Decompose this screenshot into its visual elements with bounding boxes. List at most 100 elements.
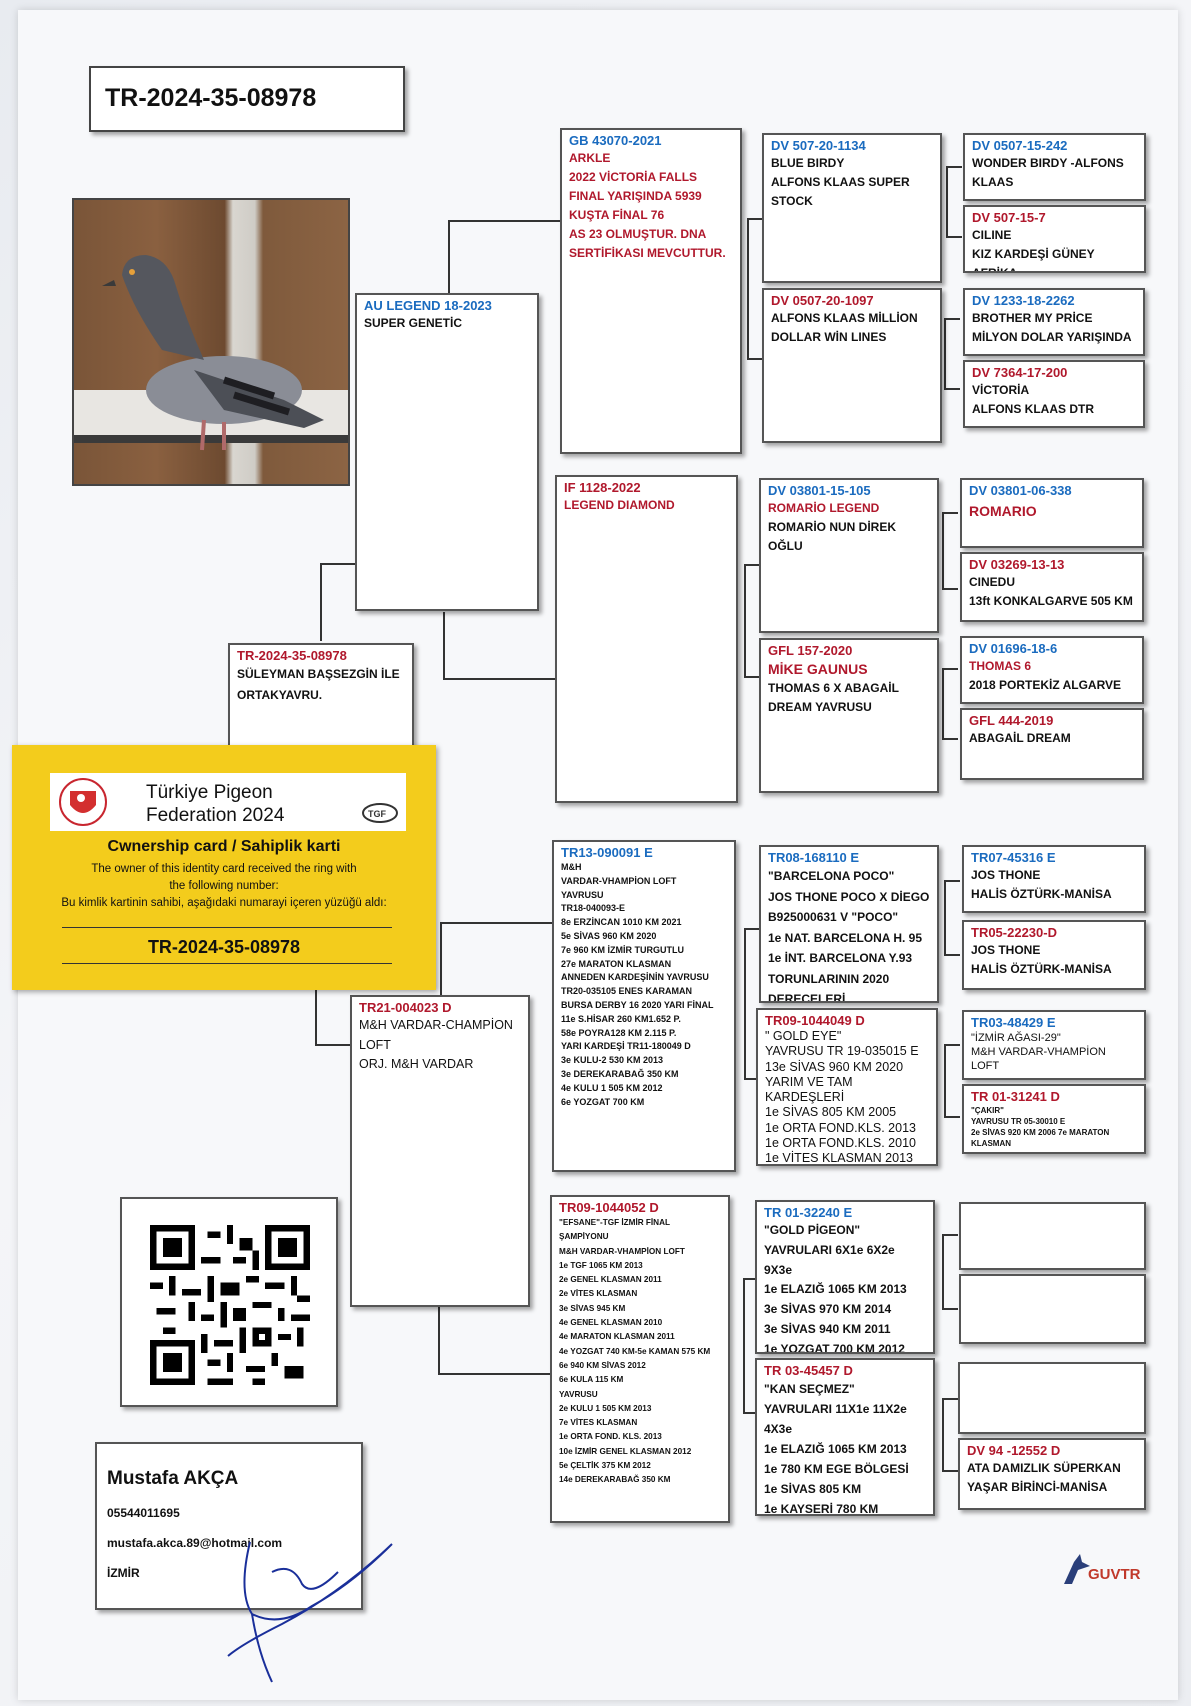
- ggp-box-15: [958, 1362, 1146, 1434]
- card-desc1: The owner of this identity card received…: [91, 863, 357, 875]
- connector: [744, 928, 759, 930]
- connector: [942, 738, 958, 740]
- dds-text: "GOLD PİGEON" YAVRULARI 6X1e 6X2e 9X3e 1…: [764, 1223, 907, 1354]
- card-org-line1: Türkiye Pigeon: [146, 782, 273, 803]
- dam-box: TR21-004023 D M&H VARDAR-CHAMPİON LOFT O…: [350, 995, 530, 1307]
- sd-ring: IF 1128-2022: [564, 480, 641, 495]
- connector: [942, 1398, 944, 1470]
- ggp-box-6: DV 03269-13-13 CINEDU 13ft KONKALGARVE 5…: [960, 552, 1144, 622]
- dss-box: TR08-168110 E "BARCELONA POCO" JOS THONE…: [759, 845, 939, 1003]
- federation-logo-icon: [59, 778, 107, 826]
- g9-text: JOS THONE HALİS ÖZTÜRK-MANİSA: [971, 868, 1112, 901]
- dsd-box: TR09-1044049 D " GOLD EYE" YAVRUSU TR 19…: [756, 1008, 938, 1166]
- card-desc2: the following number:: [169, 880, 279, 892]
- connector: [744, 564, 759, 566]
- g9-ring: TR07-45316 E: [971, 850, 1056, 865]
- connector: [320, 563, 356, 565]
- g6-ring: DV 03269-13-13: [969, 557, 1065, 572]
- dd-ring: TR09-1044052 D: [559, 1200, 659, 1215]
- connector: [320, 563, 322, 641]
- ggp-box-12: TR 01-31241 D "ÇAKIR" YAVRUSU TR 05-3001…: [962, 1084, 1146, 1154]
- dds-box: TR 01-32240 E "GOLD PİGEON" YAVRULARI 6X…: [755, 1200, 935, 1354]
- connector: [946, 166, 962, 168]
- ggp-box-7: DV 01696-18-6 THOMAS 6 2018 PORTEKİZ ALG…: [960, 636, 1144, 704]
- subject-ring: TR-2024-35-08978: [237, 648, 347, 663]
- subject-box: TR-2024-35-08978 SÜLEYMAN BAŞSEZGİN İLE …: [228, 643, 414, 747]
- title-ring: TR-2024-35-08978: [105, 84, 317, 112]
- connector: [944, 1044, 946, 1116]
- connector: [942, 1234, 944, 1308]
- g2-text: CILINE KIZ KARDEŞİ GÜNEY AFRİKA: [972, 228, 1095, 273]
- g1-text: WONDER BIRDY -ALFONS KLAAS: [972, 156, 1124, 189]
- g16-ring: DV 94 -12552 D: [967, 1443, 1061, 1458]
- connector: [942, 1308, 958, 1310]
- g7-ring: DV 01696-18-6: [969, 641, 1058, 656]
- sire-ring: AU LEGEND 18-2023: [364, 298, 492, 313]
- brand-pigeon-icon: [1064, 1554, 1090, 1584]
- g5-text: ROMARIO: [969, 503, 1037, 519]
- connector: [944, 1116, 960, 1118]
- g3-ring: DV 1233-18-2262: [972, 293, 1075, 308]
- sss-ring: DV 507-20-1134: [771, 138, 866, 153]
- qr-code-icon: [150, 1225, 310, 1385]
- sds-name: ROMARİO LEGEND: [768, 501, 880, 515]
- g11-ring: TR03-48429 E: [971, 1015, 1056, 1030]
- connector: [942, 1234, 958, 1236]
- sds-box: DV 03801-15-105 ROMARİO LEGEND ROMARİO N…: [759, 478, 939, 633]
- g12-ring: TR 01-31241 D: [971, 1089, 1060, 1104]
- brand-logo: GUVTR: [1062, 1552, 1142, 1588]
- ggp-box-8: GFL 444-2019 ABAGAİL DREAM: [960, 708, 1144, 780]
- dss-text: "BARCELONA POCO" JOS THONE POCO X DİEGO …: [768, 869, 930, 1003]
- seal-text: TGF: [368, 809, 386, 819]
- connector: [440, 922, 552, 924]
- card-divider: [62, 927, 392, 928]
- ss-text: ARKLE 2022 VİCTORİA FALLS FINAL YARIŞIND…: [569, 151, 726, 260]
- connector: [448, 220, 560, 222]
- connector: [944, 954, 960, 956]
- ggp-box-1: DV 0507-15-242 WONDER BIRDY -ALFONS KLAA…: [963, 133, 1146, 201]
- owner-box: Mustafa AKÇA 05544011695 mustafa.akca.89…: [95, 1442, 363, 1610]
- connector: [942, 1398, 958, 1400]
- ss-ring: GB 43070-2021: [569, 133, 662, 148]
- ggp-box-4: DV 7364-17-200 VİCTORİA ALFONS KLAAS DTR: [963, 360, 1145, 428]
- sdd-text: THOMAS 6 X ABAGAİL DREAM YAVRUSU: [768, 681, 899, 714]
- g7-text: 2018 PORTEKİZ ALGARVE: [969, 678, 1122, 692]
- subject-text: SÜLEYMAN BAŞSEZGİN İLE ORTAKYAVRU.: [237, 667, 400, 702]
- owner-email[interactable]: mustafa.akca.89@hotmail.com: [107, 1536, 283, 1550]
- sdd-box: GFL 157-2020 MİKE GAUNUS THOMAS 6 X ABAG…: [759, 638, 939, 793]
- connector: [944, 318, 960, 320]
- g12-text: "ÇAKIR" YAVRUSU TR 05-30010 E 2e SİVAS 9…: [971, 1106, 1110, 1148]
- ds-text: M&H VARDAR-VHAMPİON LOFT YAVRUSU TR18-04…: [561, 862, 714, 1107]
- ggp-box-13: [959, 1202, 1146, 1270]
- connector: [944, 880, 946, 954]
- owner-name: Mustafa AKÇA: [107, 1468, 239, 1489]
- dsd-text: " GOLD EYE" YAVRUSU TR 19-035015 E 13e S…: [765, 1029, 919, 1166]
- connector: [744, 928, 746, 1080]
- sire-text: SUPER GENETİC: [364, 316, 463, 330]
- connector: [440, 922, 442, 995]
- g5-ring: DV 03801-06-338: [969, 483, 1072, 498]
- dam-ring: TR21-004023 D: [359, 1000, 452, 1015]
- sd-box: IF 1128-2022 LEGEND DIAMOND: [555, 475, 738, 803]
- qr-code-box: [120, 1197, 338, 1407]
- ownership-card: Türkiye Pigeon Federation 2024 TGF Cwner…: [12, 745, 436, 990]
- title-ring-box: TR-2024-35-08978: [89, 66, 405, 132]
- sds-ring: DV 03801-15-105: [768, 483, 871, 498]
- connector: [438, 1373, 550, 1375]
- connector: [744, 676, 759, 678]
- ssd-text: ALFONS KLAAS MİLLİON DOLLAR WİN LINES: [771, 311, 918, 344]
- ggp-box-16: DV 94 -12552 D ATA DAMIZLIK SÜPERKAN YAŞ…: [958, 1438, 1146, 1510]
- g2-ring: DV 507-15-7: [972, 210, 1046, 225]
- sdd-name: MİKE GAUNUS: [768, 661, 868, 677]
- ddd-box: TR 03-45457 D "KAN SEÇMEZ" YAVRULARI 11X…: [755, 1358, 935, 1516]
- dam-text: M&H VARDAR-CHAMPİON LOFT ORJ. M&H VARDAR: [359, 1018, 513, 1071]
- g11-text: "İZMİR AĞASI-29" M&H VARDAR-VHAMPİON LOF…: [971, 1032, 1106, 1072]
- g1-ring: DV 0507-15-242: [972, 138, 1068, 153]
- g7-name: THOMAS 6: [969, 659, 1032, 673]
- connector: [443, 612, 445, 680]
- dss-ring: TR08-168110 E: [768, 850, 860, 865]
- dds-ring: TR 01-32240 E: [764, 1205, 853, 1220]
- g10-ring: TR05-22230-D: [971, 925, 1057, 940]
- owner-phone[interactable]: 05544011695: [107, 1506, 180, 1520]
- brand-text: GUVTR: [1088, 1566, 1141, 1583]
